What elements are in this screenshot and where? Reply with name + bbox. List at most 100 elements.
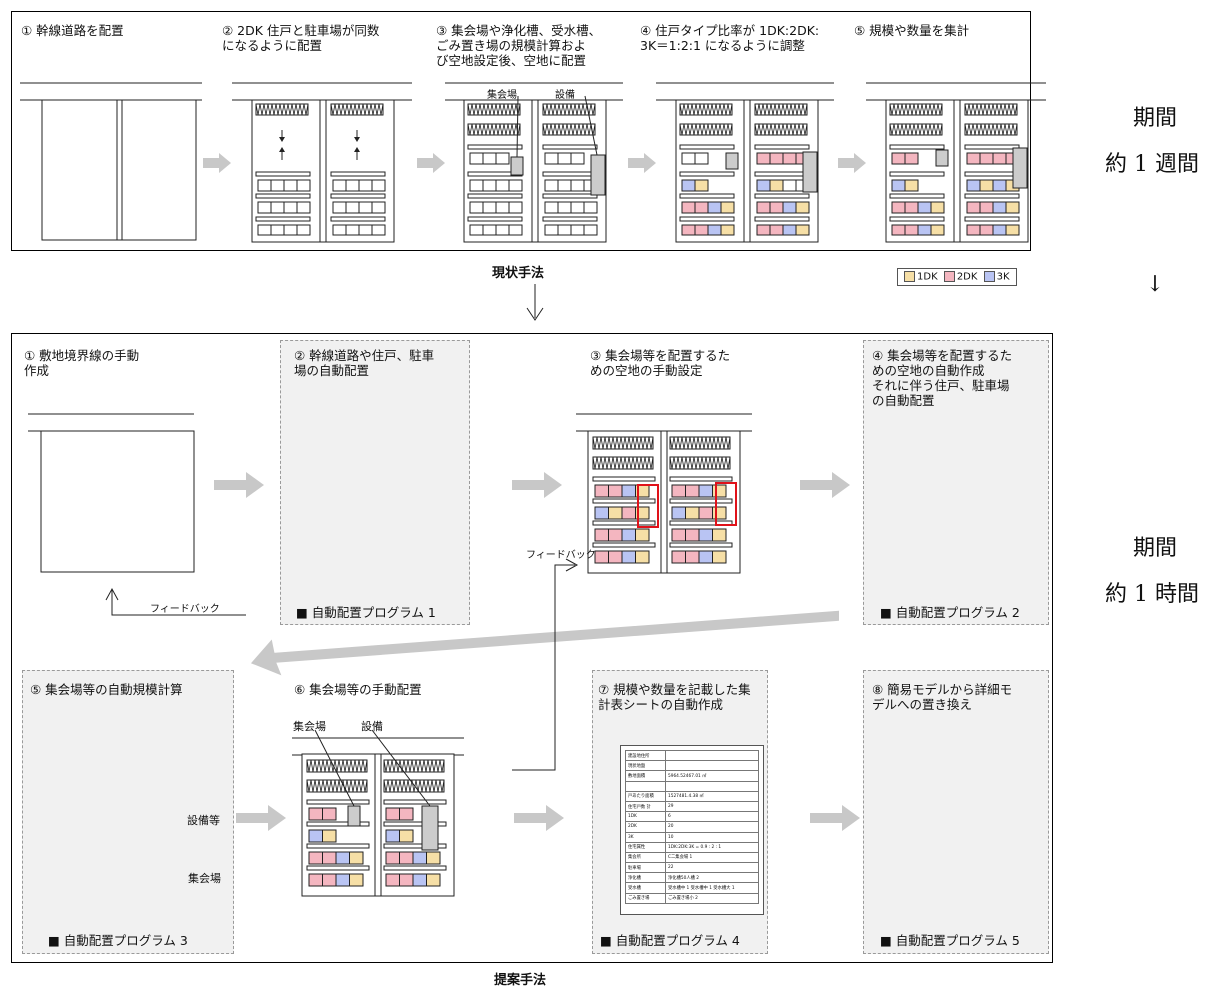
table-cell: 6: [664, 811, 760, 823]
label-equipment: 設備: [555, 90, 575, 101]
unit: [891, 201, 906, 214]
program-1-panel: [280, 340, 470, 625]
unit: [482, 179, 497, 192]
parking-row: [383, 779, 445, 793]
unit: [769, 201, 784, 214]
unit: [570, 152, 585, 165]
unit: [345, 224, 360, 236]
road: [330, 193, 386, 199]
equipment-block: [802, 151, 818, 193]
unit: [495, 179, 510, 192]
feedback-line-1: [111, 590, 246, 616]
site-boundary: [41, 99, 197, 241]
unit: [358, 201, 373, 214]
road: [964, 216, 1020, 222]
unit: [979, 179, 994, 192]
parking-row: [754, 103, 808, 116]
unit: [332, 224, 347, 236]
table-cell: [664, 760, 760, 772]
unit: [782, 179, 797, 192]
unit: [979, 224, 994, 236]
proposed-step-6: ⑥ 集会場等の手動配置: [294, 682, 422, 697]
current-step-4: ④ 住戸タイプ比率が 1DK:2DK: 3K＝1:2:1 になるように調整: [640, 23, 820, 53]
arrow-head: [279, 147, 285, 152]
road: [542, 144, 598, 150]
process-arrow: [800, 472, 850, 498]
unit: [495, 201, 510, 214]
legend-3k: 3K: [996, 271, 1010, 283]
unit: [782, 224, 797, 236]
table-cell: 10: [664, 831, 760, 843]
feedback-head-2: [565, 558, 579, 572]
unit: [482, 224, 497, 236]
unit: [570, 224, 585, 236]
road: [669, 476, 733, 482]
unit: [756, 201, 771, 214]
parking-row: [542, 123, 596, 136]
unit: [544, 152, 559, 165]
table-cell: 22: [664, 862, 760, 874]
parking-row: [754, 123, 808, 136]
road: [592, 542, 656, 548]
process-arrow: [236, 805, 286, 831]
unit: [270, 179, 285, 192]
unit: [270, 224, 285, 236]
period-value-current: 約 1 週間: [1105, 152, 1199, 177]
unit: [712, 528, 727, 542]
road: [964, 144, 1020, 150]
road: [964, 193, 1020, 199]
unit: [694, 179, 709, 192]
program-1-label: ■ 自動配置プログラム 1: [296, 605, 436, 620]
proposed-step-8: ⑧ 簡易モデルから詳細モ デルへの置き換え: [872, 682, 1013, 712]
road: [889, 171, 945, 177]
current-step-2: ② 2DK 住戸と駐車場が同数 になるように配置: [222, 23, 380, 53]
unit: [345, 179, 360, 192]
unit: [917, 201, 932, 214]
parking-row: [592, 456, 654, 470]
label-equipment-2: 設備: [361, 720, 383, 733]
parking-row: [669, 436, 731, 450]
table-cell: 戸あたり面積: [625, 790, 666, 802]
unit: [769, 224, 784, 236]
meeting-hall: [935, 149, 949, 167]
road: [467, 216, 523, 222]
unit: [694, 224, 709, 236]
unit: [712, 550, 727, 564]
feedback-label-1: フィードバック: [150, 604, 220, 615]
unit: [283, 201, 298, 214]
process-arrow: [838, 153, 866, 173]
label-meeting-hall-size: 集会場: [188, 872, 221, 885]
legend-1dk: 1DK: [917, 271, 938, 283]
process-arrow: [514, 805, 564, 831]
road: [542, 193, 598, 199]
unit: [482, 201, 497, 214]
road: [383, 865, 447, 871]
table-cell: 1DK:2DK:3K = 0.9 : 2 : 1: [664, 841, 760, 853]
unit: [992, 152, 1007, 165]
unit: [795, 201, 810, 214]
unit: [508, 179, 523, 192]
road: [592, 498, 656, 504]
unit: [257, 224, 272, 236]
unit: [426, 873, 441, 887]
unit: [296, 179, 311, 192]
unit: [349, 851, 364, 865]
period-label-proposed: 期間: [1132, 536, 1177, 561]
unit: [495, 152, 510, 165]
unit: [966, 224, 981, 236]
unit: [891, 224, 906, 236]
table-cell: 集会所: [625, 851, 666, 864]
unit: [979, 201, 994, 214]
road: [889, 144, 945, 150]
unit: [635, 550, 650, 564]
table-cell: ごみ置き場: [625, 892, 666, 904]
unit: [904, 201, 919, 214]
site-boundary: [40, 430, 195, 573]
process-arrow: [810, 805, 860, 831]
proposed-step-5: ⑤ 集会場等の自動規模計算: [30, 682, 183, 697]
